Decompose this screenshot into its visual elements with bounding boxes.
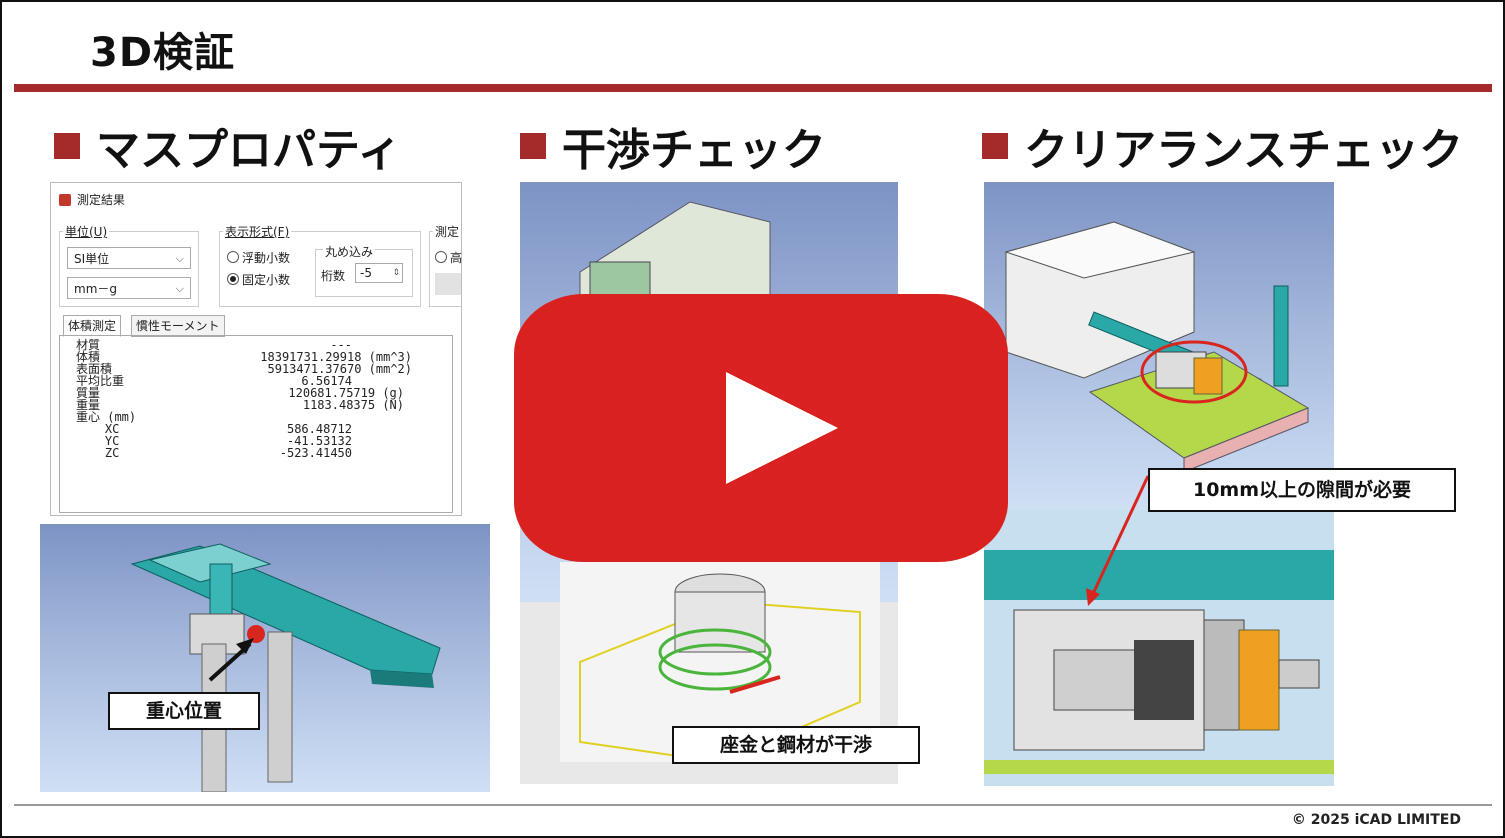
interference-callout: 座金と鋼材が干渉 (672, 726, 920, 764)
footer-divider (14, 804, 1492, 806)
video-play-button[interactable] (514, 294, 1008, 562)
copyright: © 2025 iCAD LIMITED (1291, 812, 1461, 828)
measure-result-icon (59, 194, 71, 206)
title-divider (14, 84, 1492, 92)
clearance-detail-view (984, 510, 1334, 786)
section-heading-mass: マスプロパティ (54, 114, 401, 178)
rounding-label: 丸め込み (323, 243, 376, 260)
result-row: YC-41.53132 (76, 434, 352, 448)
clearance-arrow (1086, 475, 1150, 606)
result-row: ZC-523.41450 (76, 446, 352, 460)
mass-property-dialog: 測定結果 単位(U) SI単位⌵ mm－g⌵ 表示形式(F) 浮動小数 固定小数… (50, 182, 462, 516)
result-row: 材質--- (76, 338, 352, 352)
result-row: 重心 (mm) (76, 410, 137, 424)
bullet-square-icon (54, 133, 80, 159)
motor-detail-illustration (984, 550, 1334, 774)
bullet-square-icon (982, 133, 1008, 159)
cog-cad-view (40, 524, 490, 792)
stepper-arrows-icon: ⇕ (392, 268, 400, 278)
tab-volume[interactable]: 体積測定 (63, 315, 122, 337)
bullet-square-icon (520, 133, 546, 159)
section-heading-clearance: クリアランスチェック (982, 114, 1463, 178)
measure-button[interactable] (435, 273, 461, 295)
unit-sub-select[interactable]: mm－g⌵ (67, 277, 191, 299)
chevron-down-icon: ⌵ (175, 282, 184, 295)
robot-arm-illustration (130, 543, 441, 792)
clearance-callout: 10mm以上の隙間が必要 (1148, 468, 1456, 512)
dialog-titlebar: 測定結果 (59, 191, 125, 208)
digits-label: 桁数 (321, 269, 346, 283)
page-title: 3D検証 (90, 30, 236, 76)
section-heading-interference: 干渉チェック (520, 114, 826, 178)
format-label: 表示形式(F) (223, 223, 292, 240)
unit-select[interactable]: SI単位⌵ (67, 247, 191, 269)
chevron-down-icon: ⌵ (175, 252, 184, 265)
measure-option-radio[interactable]: 高 (435, 249, 461, 266)
cog-callout: 重心位置 (108, 692, 260, 730)
digits-stepper[interactable]: -5⇕ (355, 263, 403, 283)
format-fixed-radio[interactable]: 固定小数 (227, 271, 290, 288)
measure-label: 測定 (433, 223, 461, 240)
play-button-icon (726, 372, 838, 484)
clearance-cad-view (984, 182, 1334, 510)
format-float-radio[interactable]: 浮動小数 (227, 249, 290, 266)
unit-label: 単位(U) (63, 223, 110, 240)
tab-inertia[interactable]: 慣性モーメント (131, 315, 225, 337)
clearance-illustration (1004, 221, 1310, 473)
